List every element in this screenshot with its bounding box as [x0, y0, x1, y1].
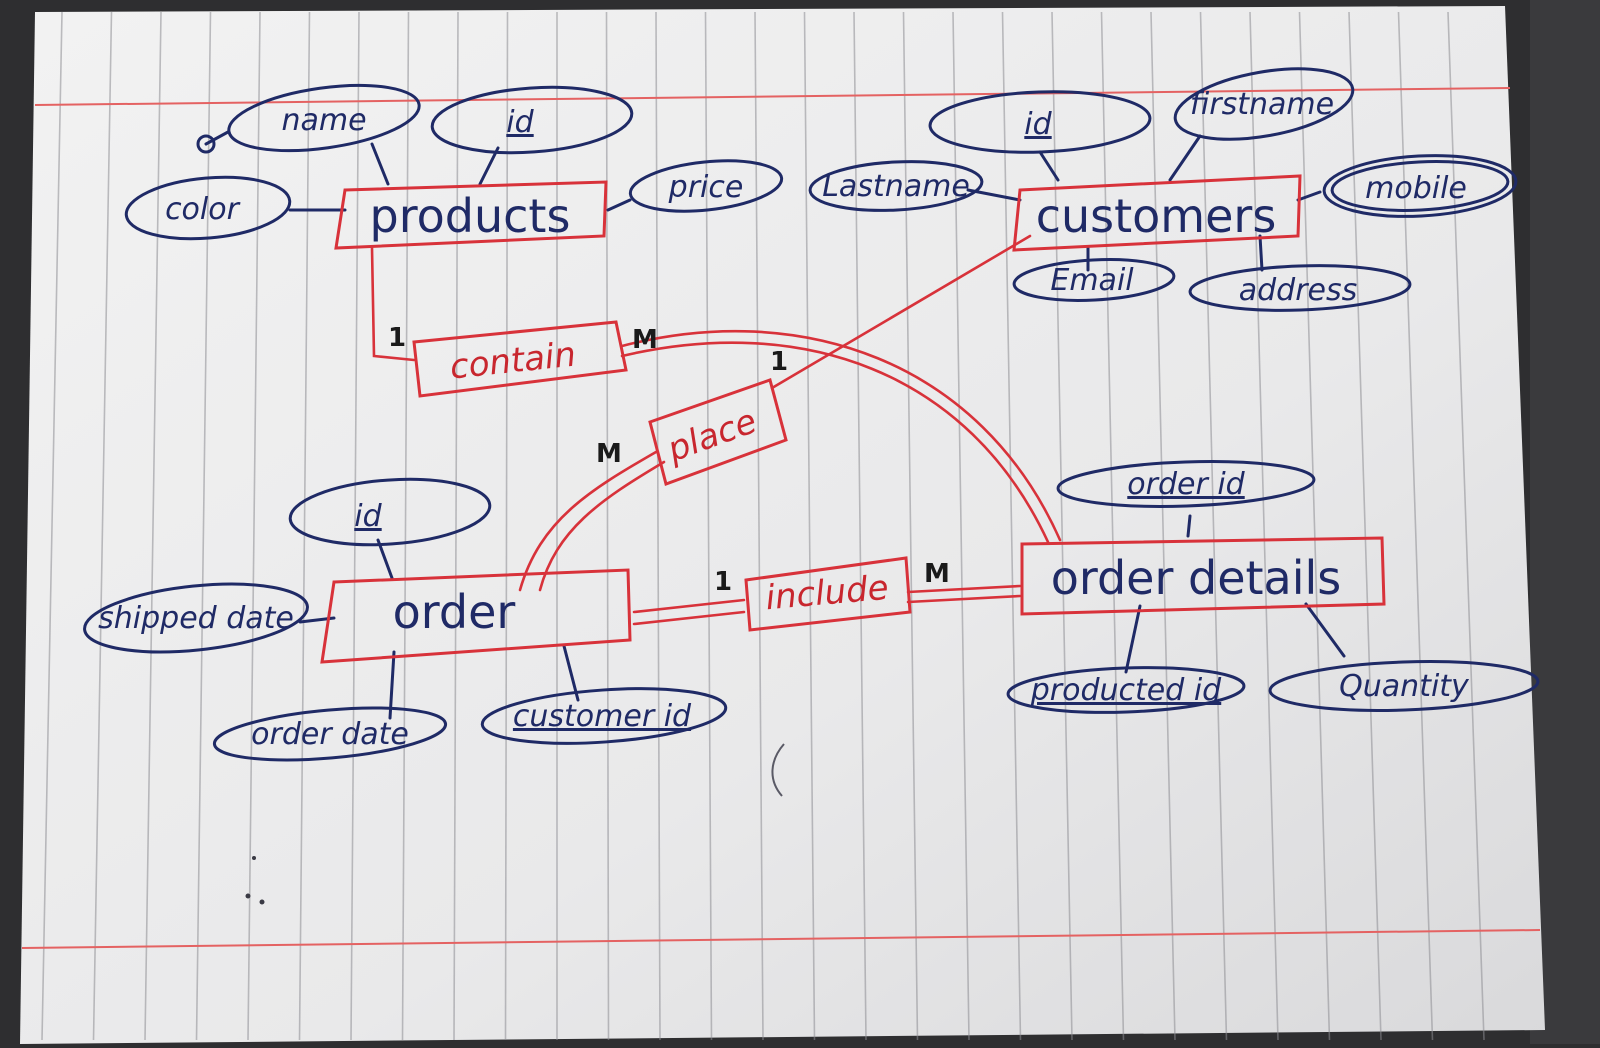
attribute-details-quantity: Quantity [1268, 660, 1540, 712]
rule-line [1249, 11, 1279, 1041]
rule-line [902, 11, 919, 1041]
rule-line [1051, 11, 1073, 1041]
attribute-customer-mobile-label: mobile [1365, 171, 1467, 206]
attribute-product-name: name [227, 83, 421, 153]
entity-order-label: order [393, 585, 516, 639]
attribute-product-name-label: name [281, 103, 366, 138]
rule-line [453, 11, 459, 1041]
attribute-connectors [196, 130, 1346, 720]
rule-line [92, 11, 113, 1041]
rule-line [1348, 11, 1382, 1041]
attribute-product-price-label: price [668, 170, 744, 205]
attribute-details-order-id-label: order id [1127, 467, 1245, 502]
attribute-order-shipped-date-label: shipped date [98, 601, 294, 636]
attribute-customer-lastname-label: Lastname [822, 169, 970, 204]
attribute-order-customer-id-label: customer id [513, 699, 692, 734]
rule-line [298, 11, 311, 1041]
rule-line [853, 11, 867, 1041]
rule-line [952, 11, 970, 1041]
attribute-order-order-date: order date [212, 706, 448, 762]
margin-line-top [34, 87, 1511, 106]
attribute-order-id-label: id [354, 499, 382, 534]
entities: products customers order order details [320, 174, 1386, 664]
attribute-customer-firstname: firstname [1173, 67, 1355, 141]
attribute-customer-email: Email [1012, 258, 1176, 302]
entity-customers-label: customers [1036, 189, 1277, 243]
attribute-customer-email-label: Email [1050, 263, 1134, 298]
attribute-customer-mobile: mobile [1322, 154, 1518, 218]
attribute-product-id: id [430, 85, 634, 155]
paper-sheet [20, 6, 1545, 1044]
rule-line [144, 11, 162, 1041]
attribute-customer-lastname: Lastname [808, 160, 984, 212]
cardinality-contain-order-details: M [632, 325, 658, 355]
rule-line [350, 11, 360, 1041]
rule-line [401, 11, 410, 1041]
attribute-customer-id-label: id [1024, 107, 1052, 142]
cardinality-include-order-details: M [924, 559, 950, 589]
attribute-details-product-id-label: producted id [1030, 673, 1222, 708]
attribute-order-id: id [288, 477, 492, 547]
rule-line [803, 11, 816, 1041]
attribute-customer-firstname-label: firstname [1190, 87, 1334, 122]
cardinality-include-order: 1 [714, 567, 732, 597]
stray-dots [245, 856, 265, 905]
attribute-product-color: color [124, 175, 292, 241]
attribute-order-shipped-date: shipped date [83, 582, 309, 654]
entity-order-details: order details [1020, 536, 1386, 616]
cardinality-contain-products: 1 [388, 323, 406, 353]
rule-line [1397, 11, 1434, 1041]
rule-line [704, 11, 713, 1041]
attribute-order-customer-id: customer id [480, 687, 728, 745]
rule-line [195, 11, 212, 1041]
attribute-customer-address-label: address [1239, 273, 1358, 308]
rule-line [41, 11, 63, 1041]
attribute-order-order-date-label: order date [251, 717, 409, 752]
rule-line [655, 11, 661, 1041]
relationship-connectors [370, 234, 1062, 626]
attribute-customer-address: address [1188, 264, 1412, 312]
rule-line [1199, 11, 1228, 1041]
attribute-details-product-id: producted id [1006, 666, 1246, 714]
attribute-product-color-label: color [165, 192, 241, 227]
rule-line [1100, 11, 1125, 1041]
attribute-product-price: price [628, 159, 784, 213]
cardinality-place-order: M [596, 439, 622, 469]
rule-line [754, 11, 764, 1041]
entity-customers: customers [1012, 174, 1302, 252]
attribute-product-id-label: id [506, 105, 534, 140]
entity-products-label: products [370, 189, 571, 243]
background-keyboard [1530, 0, 1600, 1044]
entity-order: order [320, 568, 632, 664]
rule-line [1298, 11, 1331, 1041]
entity-order-details-label: order details [1051, 551, 1342, 605]
cardinality-place-customers: 1 [770, 347, 788, 377]
entity-products: products [334, 180, 608, 250]
margin-line-bottom [21, 929, 1541, 949]
attribute-details-order-id: order id [1056, 460, 1316, 508]
rule-line [247, 11, 261, 1041]
attributes: name id color price id firstname Lastnam… [83, 67, 1540, 762]
rule-line [504, 11, 509, 1041]
rule-line [1001, 11, 1022, 1041]
attribute-customer-id: id [928, 90, 1152, 154]
cardinalities: 1 M 1 M 1 M [388, 323, 950, 597]
rule-line [1447, 11, 1485, 1041]
attribute-details-quantity-label: Quantity [1339, 669, 1470, 704]
stray-pen-mark [771, 743, 785, 797]
